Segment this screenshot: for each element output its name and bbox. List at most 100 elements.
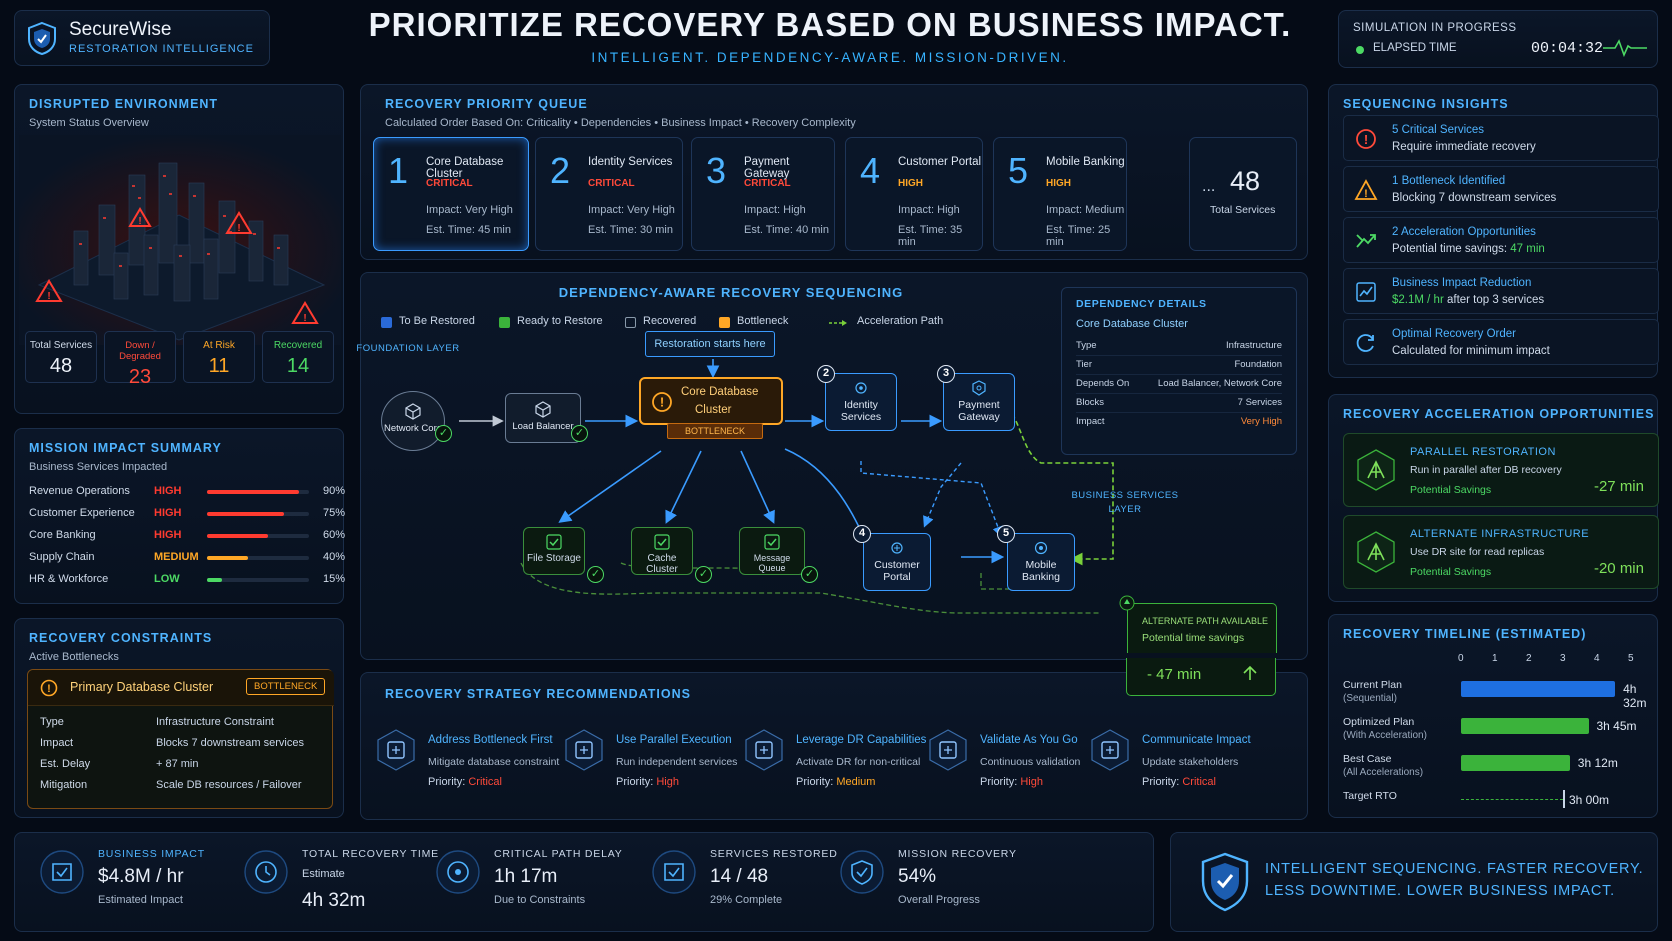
tagline-line-2: LESS DOWNTIME. LOWER BUSINESS IMPACT. bbox=[1265, 883, 1615, 899]
impact-bar-track bbox=[207, 534, 309, 538]
node-load-balancer[interactable]: Load Balancer bbox=[505, 393, 581, 443]
constraint-key: Type bbox=[40, 716, 64, 728]
acceleration-opportunities-panel: RECOVERY ACCELERATION OPPORTUNITIES PARA… bbox=[1328, 394, 1659, 602]
node-file-storage[interactable]: File Storage bbox=[523, 527, 585, 575]
page-title: PRIORITIZE RECOVERY BASED ON BUSINESS IM… bbox=[368, 6, 1292, 43]
timeline-tick: 4 bbox=[1594, 653, 1600, 664]
legend-swatch-bottleneck bbox=[719, 317, 730, 328]
priority-queue-panel: RECOVERY PRIORITY QUEUE Calculated Order… bbox=[360, 84, 1308, 260]
shield-logo-icon bbox=[28, 21, 56, 55]
restoration-start-label: Restoration starts here bbox=[645, 331, 775, 357]
savings-value: -27 min bbox=[1593, 478, 1644, 495]
alternate-path-savings: - 47 min bbox=[1126, 658, 1276, 696]
svg-text:!: ! bbox=[237, 223, 240, 234]
legend-swatch-recovered bbox=[625, 317, 636, 328]
simulation-label: SIMULATION IN PROGRESS bbox=[1353, 22, 1517, 34]
timeline-bar bbox=[1461, 718, 1589, 734]
timeline-tick: 5 bbox=[1628, 653, 1634, 664]
elapsed-time: 00:04:32 bbox=[1531, 40, 1604, 57]
panel-title: RECOVERY CONSTRAINTS bbox=[29, 631, 213, 645]
brand-name: SecureWise bbox=[69, 19, 172, 40]
brand-tagline: RESTORATION INTELLIGENCE bbox=[69, 43, 254, 55]
node-message-queue[interactable]: Message Queue bbox=[739, 527, 805, 575]
impact-bar-fill bbox=[207, 556, 248, 560]
recovered-check-icon: ✓ bbox=[801, 566, 818, 583]
puzzle-icon bbox=[565, 729, 603, 771]
dependency-sequencing-panel: DEPENDENCY-AWARE RECOVERY SEQUENCING To … bbox=[356, 272, 1308, 660]
timeline-row: Best Case(All Accelerations)3h 12m bbox=[1343, 753, 1618, 778]
constraint-name: Primary Database Cluster bbox=[70, 680, 214, 694]
warning-triangle-icon: ! bbox=[1354, 179, 1378, 200]
impact-bar-fill bbox=[207, 534, 269, 538]
panel-subtitle: Calculated Order Based On: Criticality •… bbox=[385, 117, 856, 129]
up-arrow-icon bbox=[1119, 595, 1135, 611]
total-services-card[interactable]: ... 48 Total Services bbox=[1189, 137, 1297, 251]
mission-check-icon bbox=[840, 850, 884, 894]
node-network-core[interactable]: Network Core bbox=[381, 391, 445, 451]
priority-badge-2: 2 bbox=[817, 365, 835, 383]
stat-down-degraded: Down / Degraded 23 bbox=[104, 331, 176, 388]
node-core-database-bottleneck[interactable]: ! Core Database Cluster bbox=[639, 377, 783, 425]
alternate-path-card[interactable]: ALTERNATE PATH AVAILABLE Potential time … bbox=[1119, 595, 1277, 653]
refresh-icon bbox=[1356, 334, 1374, 352]
alert-icon bbox=[128, 207, 152, 227]
recovered-check-icon: ✓ bbox=[571, 425, 588, 442]
constraint-value: Blocks 7 downstream services bbox=[156, 737, 304, 749]
detail-value: Load Balancer, Network Core bbox=[1157, 378, 1282, 389]
impact-bar-track bbox=[207, 578, 309, 582]
svg-text:!: ! bbox=[47, 683, 51, 695]
impact-bar-fill bbox=[207, 512, 284, 516]
timeline-value: 3h 45m bbox=[1596, 719, 1637, 733]
foundation-layer-label: FOUNDATION LAYER bbox=[356, 343, 460, 354]
simulation-status: SIMULATION IN PROGRESS ELAPSED TIME 00:0… bbox=[1338, 10, 1658, 68]
panel-title: RECOVERY STRATEGY RECOMMENDATIONS bbox=[385, 687, 691, 701]
check-square-icon bbox=[654, 534, 670, 550]
gateway-icon bbox=[972, 380, 986, 396]
alert-circle-icon: ! bbox=[652, 392, 672, 412]
timeline-tick: 3 bbox=[1560, 653, 1566, 664]
acceleration-icon bbox=[1357, 449, 1395, 491]
panel-title: DEPENDENCY-AWARE RECOVERY SEQUENCING bbox=[558, 285, 904, 300]
users-icon bbox=[929, 729, 967, 771]
detail-value: Infrastructure bbox=[1226, 340, 1282, 351]
timeline-bar bbox=[1461, 681, 1616, 697]
timeline-tick: 0 bbox=[1458, 653, 1464, 664]
cube-icon bbox=[405, 403, 421, 420]
insight-item[interactable]: Business Impact Reduction$2.1M / hr afte… bbox=[1343, 268, 1659, 314]
panel-subtitle: System Status Overview bbox=[29, 117, 149, 129]
panel-title: RECOVERY TIMELINE (ESTIMATED) bbox=[1343, 627, 1587, 641]
impact-bar-fill bbox=[207, 490, 299, 494]
constraint-card[interactable]: ! Primary Database Cluster BOTTLENECK Ty… bbox=[27, 669, 334, 809]
detail-value: Very High bbox=[1240, 416, 1282, 427]
constraint-key: Impact bbox=[40, 737, 74, 749]
node-cache-cluster[interactable]: Cache Cluster bbox=[631, 527, 693, 575]
impact-icon bbox=[40, 850, 84, 894]
